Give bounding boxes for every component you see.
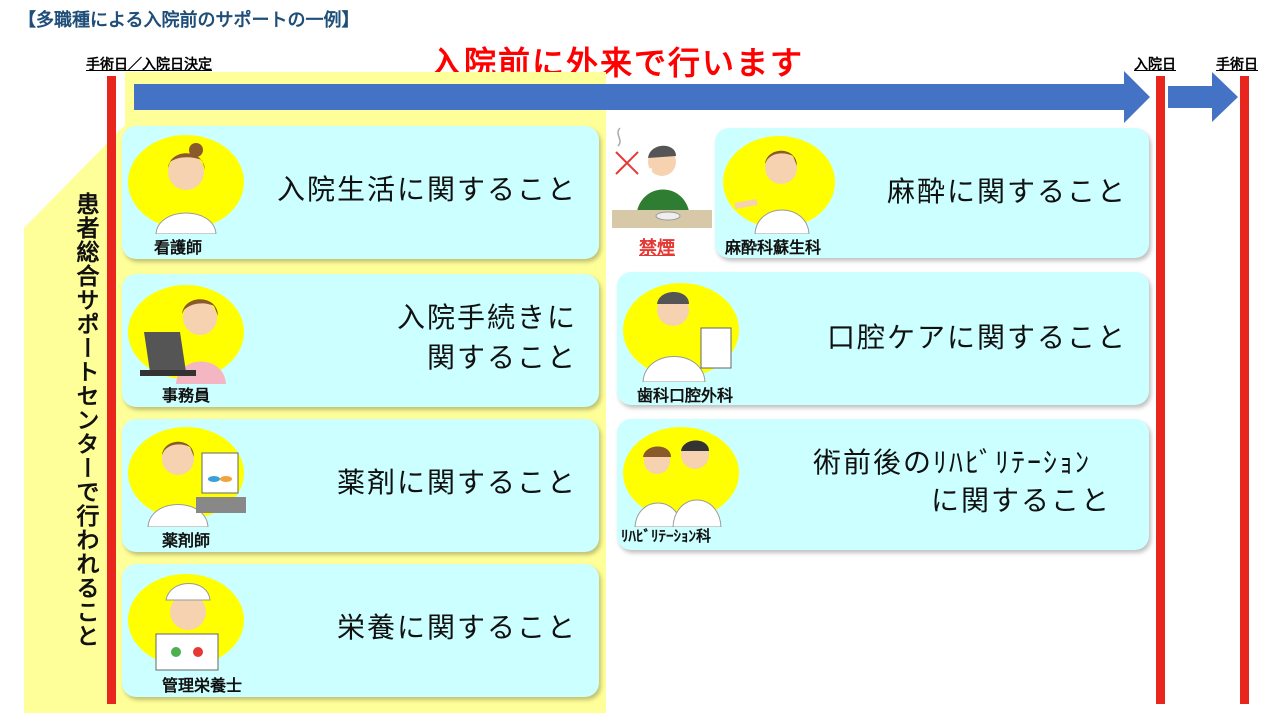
panel-rehabilitation: ﾘﾊﾋﾞﾘﾃｰｼｮﾝ科 術前後のﾘﾊﾋﾞﾘﾃｰｼｮﾝ に関すること xyxy=(617,419,1149,550)
role-label: ﾘﾊﾋﾞﾘﾃｰｼｮﾝ科 xyxy=(621,527,712,545)
role-label: 麻酔科蘇生科 xyxy=(725,238,822,257)
panel-text: 薬剤に関すること xyxy=(336,466,577,499)
admission-line xyxy=(1156,76,1165,704)
main-timeline-arrow xyxy=(134,71,1150,123)
panel-text-line-2: に関すること xyxy=(930,484,1111,517)
panel-oral-care: 歯科口腔外科 口腔ケアに関すること xyxy=(617,272,1149,405)
rehabilitation-staff-icon xyxy=(623,427,739,527)
anesthesiologist-avatar-icon xyxy=(723,136,835,234)
panel-admission-procedures: 事務員 入院手続きに 関すること xyxy=(122,274,599,407)
decision-line xyxy=(107,76,116,704)
role-label: 薬剤師 xyxy=(162,531,211,550)
panel-text: 麻酔に関すること xyxy=(886,175,1127,208)
panel-nursing: 看護師 入院生活に関すること xyxy=(122,126,599,259)
support-center-label: 患者総合サポートセンターで行われること xyxy=(72,192,98,648)
no-smoking-label: 禁煙 xyxy=(639,238,675,259)
page-title: 【多職種による入院前のサポートの一例】 xyxy=(18,10,360,31)
role-label: 事務員 xyxy=(162,386,211,405)
role-label: 歯科口腔外科 xyxy=(637,386,734,405)
clerk-avatar-icon xyxy=(128,285,244,384)
surgery-line xyxy=(1240,76,1249,704)
panel-text-line-1: 術前後のﾘﾊﾋﾞﾘﾃｰｼｮﾝ xyxy=(813,446,1092,479)
panel-text-line-2: 関すること xyxy=(426,341,577,374)
dietitian-avatar-icon xyxy=(128,574,244,671)
panel-nutrition: 管理栄養士 栄養に関すること xyxy=(122,564,599,697)
role-label: 看護師 xyxy=(154,238,203,257)
nurse-avatar-icon xyxy=(128,135,244,234)
panel-text: 栄養に関すること xyxy=(336,611,577,644)
start-milestone-label: 手術日／入院日決定 xyxy=(86,57,212,73)
dentist-avatar-icon xyxy=(623,283,739,382)
role-label: 管理栄養士 xyxy=(162,676,243,695)
panel-text: 入院生活に関すること xyxy=(276,173,577,206)
panel-anesthesia: 麻酔科蘇生科 麻酔に関すること xyxy=(715,128,1149,258)
no-smoking-illustration xyxy=(612,127,712,228)
admission-milestone-label: 入院日 xyxy=(1134,57,1176,73)
admission-to-surgery-arrow xyxy=(1168,72,1238,122)
panel-text-line-1: 入院手続きに xyxy=(396,301,577,334)
surgery-milestone-label: 手術日 xyxy=(1216,57,1258,73)
panel-text: 口腔ケアに関すること xyxy=(826,321,1127,354)
pharmacist-avatar-icon xyxy=(128,427,246,527)
panel-medication: 薬剤師 薬剤に関すること xyxy=(122,419,599,552)
